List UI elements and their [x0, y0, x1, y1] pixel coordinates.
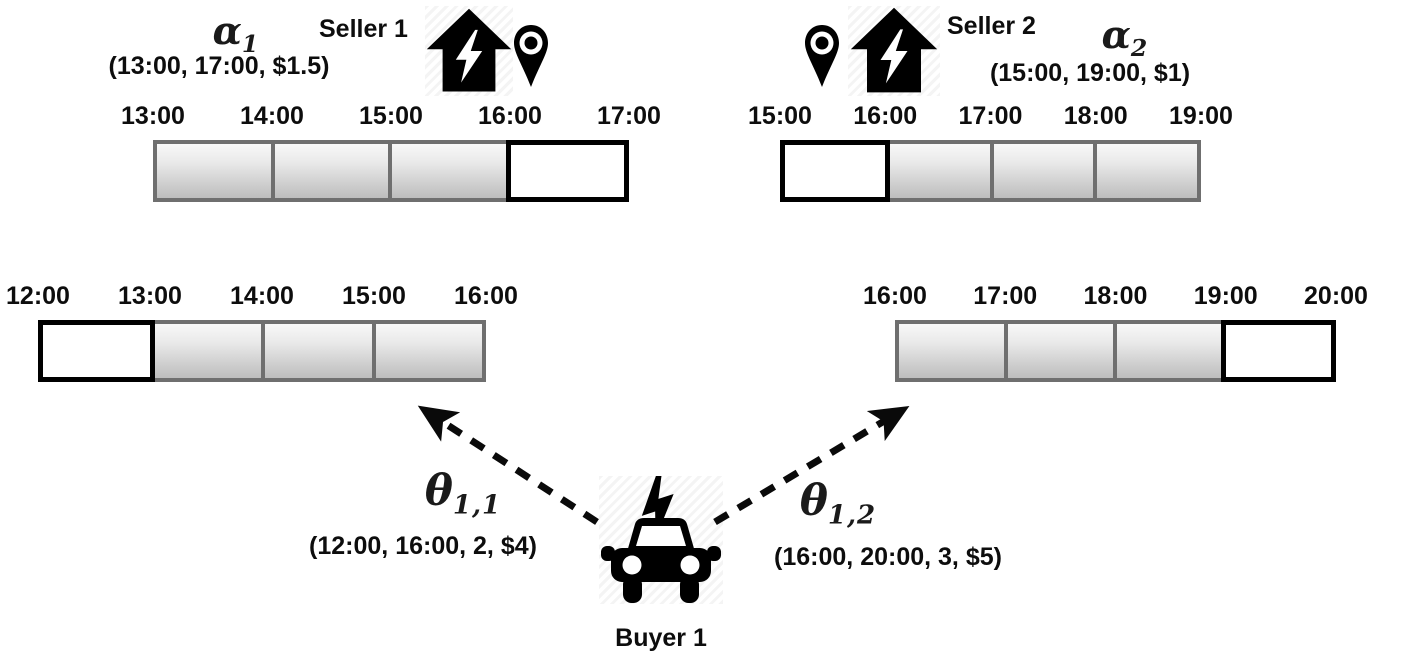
- slot-row: [780, 140, 1201, 202]
- seller1-label: Seller 1: [319, 15, 408, 43]
- timeslot-filled: [895, 320, 1008, 382]
- timeslot-filled: [261, 320, 376, 382]
- theta-subscript: 1,2: [827, 500, 877, 531]
- seller1-symbol: α1: [170, 12, 302, 56]
- timeslot-filled: [989, 140, 1098, 202]
- bid2-arrow: [713, 405, 910, 526]
- timeslot-filled: [1093, 140, 1201, 202]
- timeslot-filled: [885, 140, 994, 202]
- tick-label: 19:00: [1193, 282, 1258, 310]
- tick-label: 18:00: [1083, 282, 1148, 310]
- tick-label: 17:00: [973, 282, 1038, 310]
- theta-subscript: 1,1: [452, 490, 502, 521]
- seller2-offer-params: (15:00, 19:00, $1): [989, 59, 1191, 87]
- bid1-params: (12:00, 16:00, 2, $4): [309, 532, 537, 560]
- tick-label: 14:00: [230, 282, 294, 310]
- theta-symbol: θ: [424, 466, 453, 515]
- slot-row: [38, 320, 486, 382]
- timeslot-empty: [505, 140, 629, 202]
- seller1-offer-params: (13:00, 17:00, $1.5): [108, 52, 330, 80]
- timeslot-filled: [270, 140, 392, 202]
- tick-row: 16:00 17:00 18:00 19:00 20:00: [863, 282, 1368, 312]
- seller2-location-pin-icon: [803, 23, 841, 89]
- theta-symbol: θ: [799, 476, 828, 525]
- timeslot-filled: [388, 140, 510, 202]
- slot-row: [895, 320, 1336, 382]
- timeslot-filled: [153, 140, 275, 202]
- tick-row: 15:00 16:00 17:00 18:00 19:00: [748, 102, 1233, 132]
- tick-label: 18:00: [1063, 102, 1128, 130]
- bid2-symbol: θ1,2: [778, 480, 898, 529]
- tick-label: 20:00: [1304, 282, 1368, 310]
- tick-label: 13:00: [118, 282, 182, 310]
- tick-label: 13:00: [121, 102, 185, 130]
- tick-label: 17:00: [597, 102, 661, 130]
- seller1-location-pin-icon: [512, 23, 550, 89]
- bid2-window-timeline: 16:00 17:00 18:00 19:00 20:00: [863, 282, 1368, 382]
- buyer-ev-car-icon: [599, 476, 723, 604]
- bid2-params: (16:00, 20:00, 3, $5): [774, 543, 1002, 571]
- tick-label: 15:00: [748, 102, 812, 130]
- tick-label: 16:00: [478, 102, 542, 130]
- tick-label: 12:00: [6, 282, 70, 310]
- timeslot-empty: [38, 320, 155, 382]
- seller2-label: Seller 2: [947, 12, 1036, 40]
- lightning-icon: [641, 476, 674, 539]
- tick-row: 13:00 14:00 15:00 16:00 17:00: [121, 102, 661, 132]
- tick-label: 15:00: [342, 282, 406, 310]
- bid1-symbol: θ1,1: [403, 470, 523, 519]
- tick-label: 16:00: [454, 282, 518, 310]
- timeslot-filled: [1112, 320, 1226, 382]
- bid1-window-timeline: 12:00 13:00 14:00 15:00 16:00: [6, 282, 518, 382]
- seller1-charging-house-icon: [425, 6, 513, 96]
- tick-label: 19:00: [1169, 102, 1233, 130]
- timeslot-empty: [780, 140, 890, 202]
- seller2-charging-house-icon: [848, 6, 940, 96]
- buyer-label: Buyer 1: [615, 624, 707, 652]
- tick-label: 17:00: [958, 102, 1023, 130]
- tick-label: 14:00: [240, 102, 304, 130]
- alpha-subscript: 1: [241, 29, 260, 58]
- tick-row: 12:00 13:00 14:00 15:00 16:00: [6, 282, 518, 312]
- seller2-availability-timeline: 15:00 16:00 17:00 18:00 19:00: [748, 102, 1233, 202]
- alpha-symbol: α: [1101, 12, 1131, 57]
- bid1-arrow: [417, 405, 599, 525]
- seller1-availability-timeline: 13:00 14:00 15:00 16:00 17:00: [121, 102, 661, 202]
- tick-label: 16:00: [853, 102, 918, 130]
- tick-label: 15:00: [359, 102, 423, 130]
- slot-row: [153, 140, 629, 202]
- timeslot-filled: [371, 320, 486, 382]
- seller2-symbol: α2: [1060, 16, 1190, 60]
- alpha-subscript: 2: [1130, 33, 1149, 62]
- alpha-symbol: α: [212, 8, 242, 53]
- timeslot-empty: [1221, 320, 1336, 382]
- tick-label: 16:00: [863, 282, 927, 310]
